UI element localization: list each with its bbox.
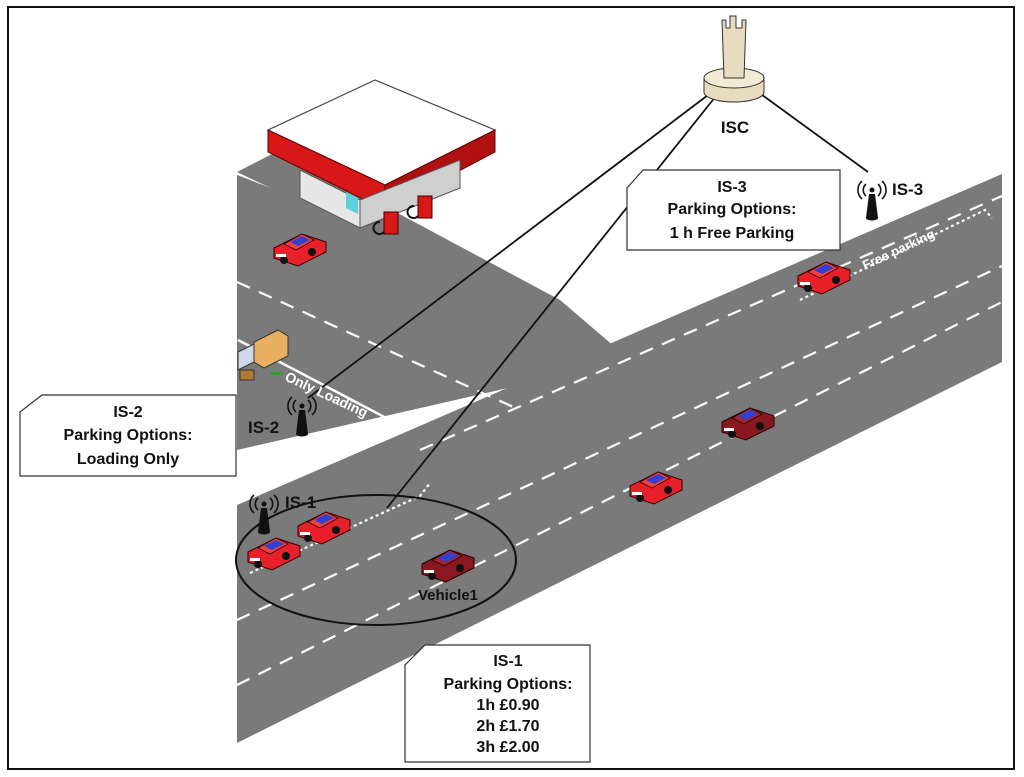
connections [307, 91, 869, 509]
is1-label: IS-1 [285, 493, 316, 512]
is1-coverage-area [235, 494, 517, 626]
is2-label: IS-2 [248, 418, 279, 437]
is1-callout: IS-1 Parking Options: 1h £0.90 2h £1.70 … [404, 644, 591, 763]
is1-callout-line: 1h £0.90 [476, 697, 539, 714]
gas-station [266, 79, 497, 235]
is3-callout-title: IS-3 [717, 179, 746, 196]
isc-label: ISC [721, 118, 749, 137]
is3-callout-line: Parking Options: [668, 201, 797, 218]
is3-callout: IS-3 Parking Options: 1 h Free Parking [626, 169, 841, 251]
main-road [237, 174, 1002, 743]
is3-antenna-icon [857, 180, 887, 222]
vehicle1-label: Vehicle1 [418, 587, 478, 604]
is3-callout-line: 1 h Free Parking [670, 225, 795, 242]
delivery-truck-icon [237, 329, 289, 381]
lane-markings [236, 194, 1003, 686]
is2-callout: IS-2 Parking Options: Loading Only [19, 394, 237, 477]
is1-callout-title: IS-1 [493, 653, 522, 670]
is2-callout-title: IS-2 [113, 404, 142, 421]
is2-callout-line: Parking Options: [64, 427, 193, 444]
is2-callout-line: Loading Only [77, 451, 179, 468]
isc-tower-icon [703, 15, 765, 103]
is1-callout-line: 3h £2.00 [476, 739, 539, 756]
is1-callout-line: 2h £1.70 [476, 718, 539, 735]
is1-callout-line: Parking Options: [444, 676, 573, 693]
roads [237, 150, 1002, 743]
is3-label: IS-3 [892, 180, 923, 199]
